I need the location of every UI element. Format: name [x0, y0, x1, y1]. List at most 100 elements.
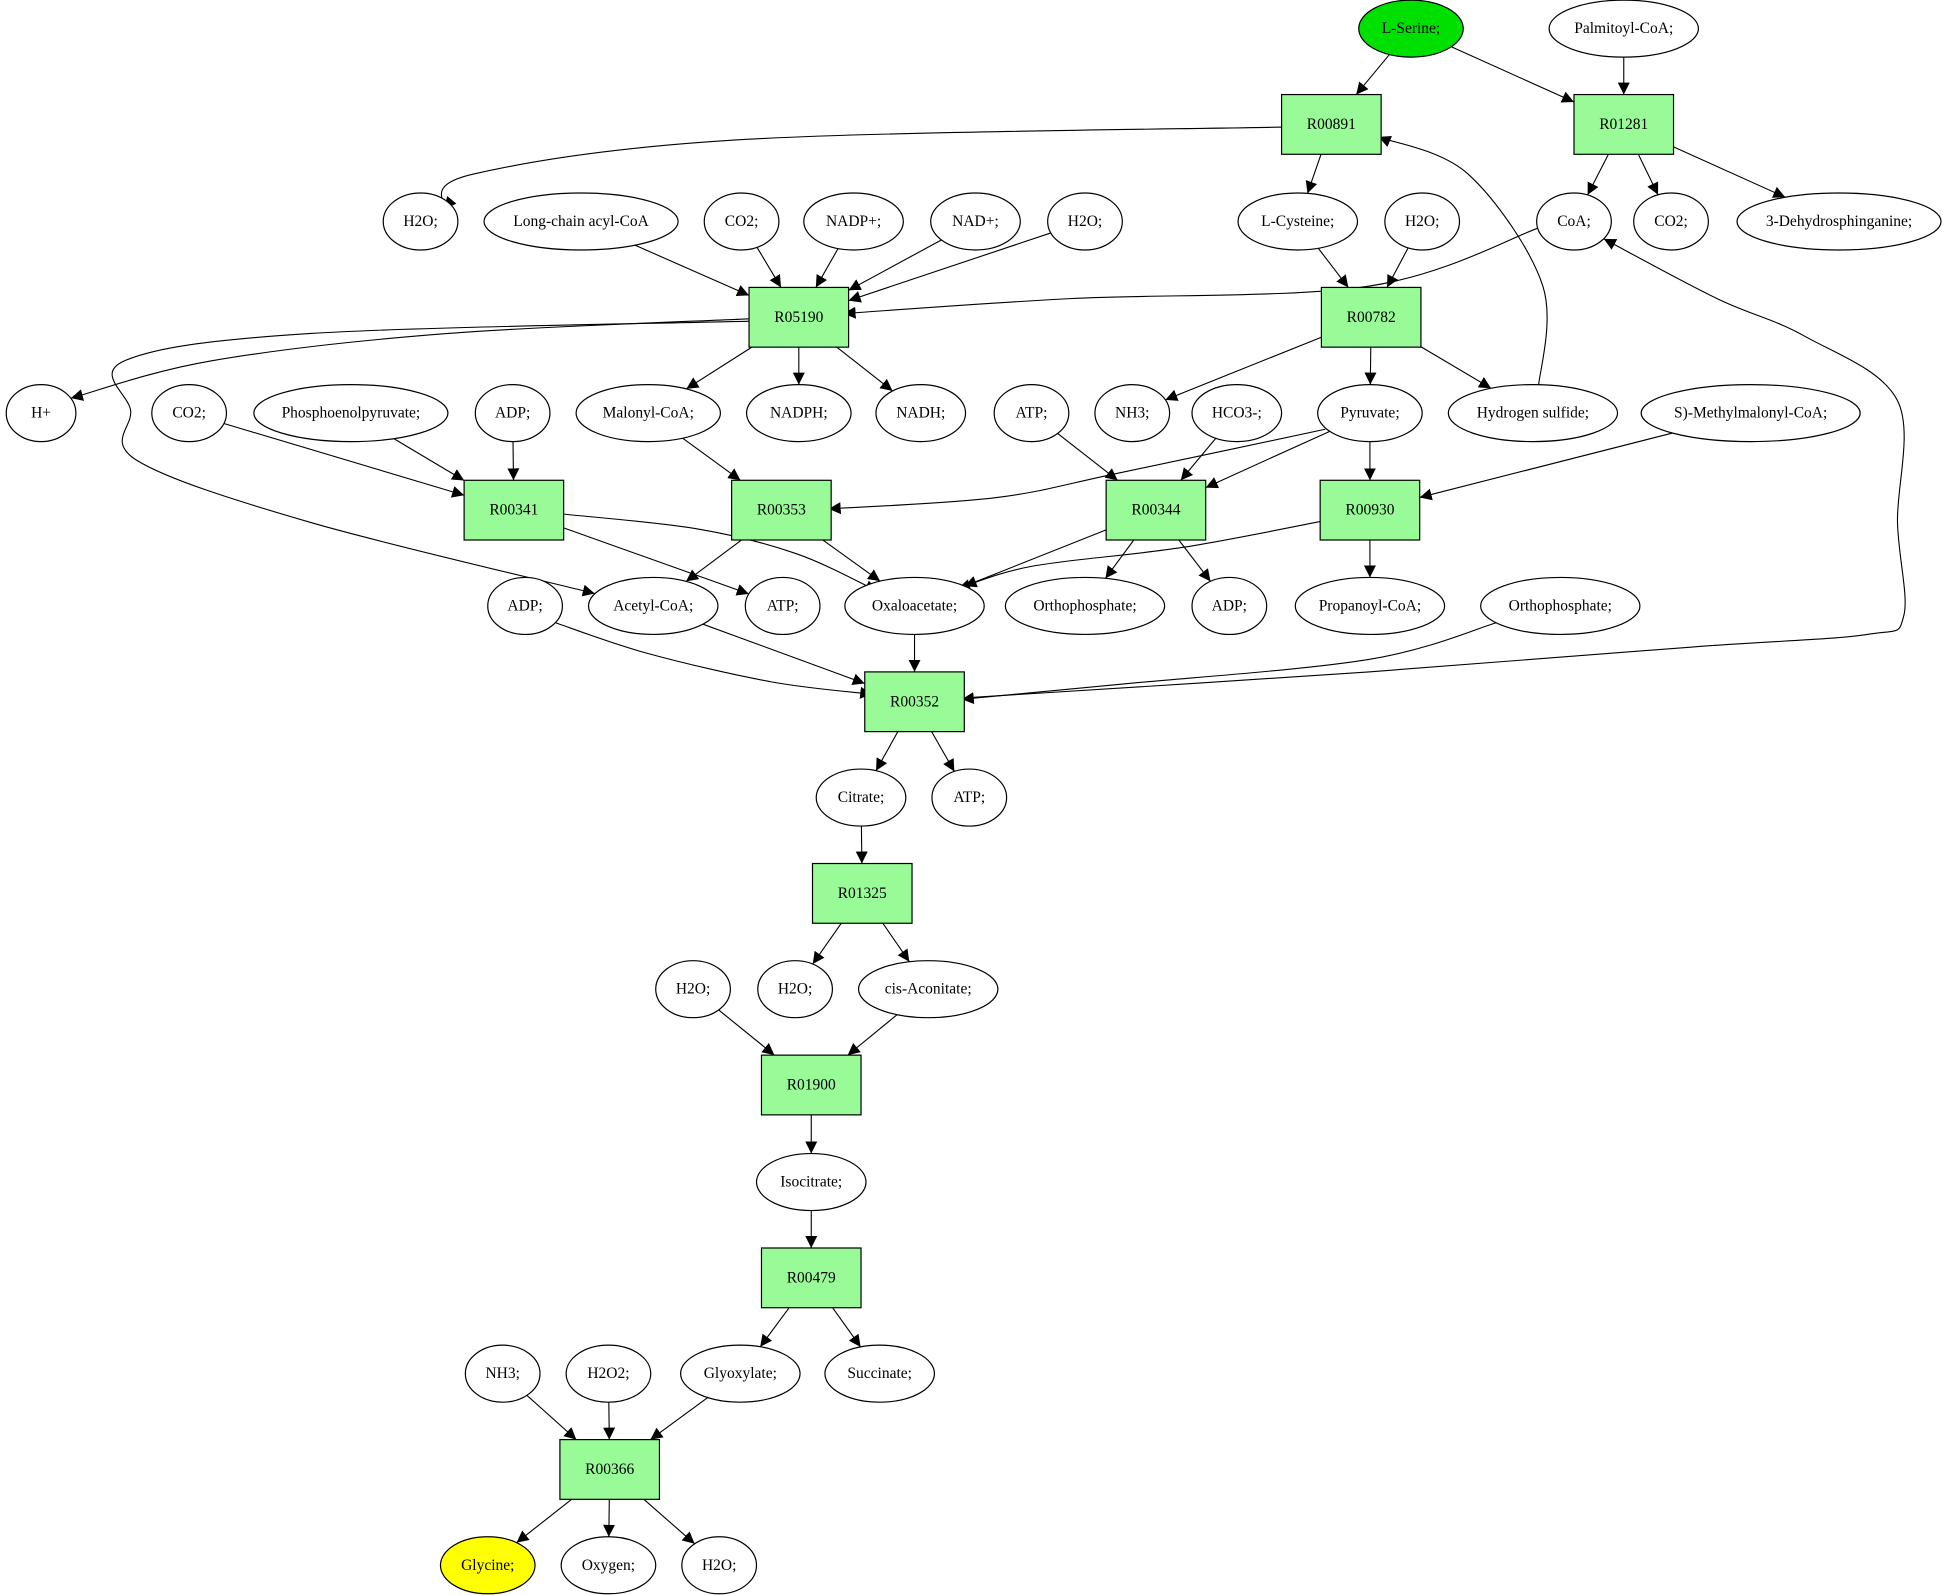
node-label: R01325 — [838, 885, 887, 902]
compound-node-glyoxylate[interactable]: Glyoxylate; — [680, 1344, 801, 1403]
edge-r00352-to-atp_c — [931, 731, 955, 772]
compound-node-oxaloacetate[interactable]: Oxaloacetate; — [844, 576, 985, 636]
edge-h2s-to-r00891 — [1378, 135, 1548, 391]
compound-node-h2o2[interactable]: H2O2; — [565, 1344, 652, 1403]
compound-ellipse — [930, 192, 1021, 251]
compound-node-succinate[interactable]: Succinate; — [824, 1344, 936, 1403]
compound-node-adp_c[interactable]: ADP; — [1191, 576, 1268, 636]
compound-node-nh3_a[interactable]: NH3; — [1094, 383, 1171, 443]
compound-node-nad[interactable]: NAD+; — [930, 192, 1021, 251]
edge-r01325-to-cisaconitate — [882, 922, 910, 963]
compound-node-isocitrate[interactable]: Isocitrate; — [755, 1152, 867, 1212]
compound-node-coa[interactable]: CoA; — [1536, 192, 1612, 251]
compound-node-h2o_a[interactable]: H2O; — [382, 192, 459, 251]
node-label: CO2; — [172, 405, 206, 422]
compound-node-hco3[interactable]: HCO3-; — [1191, 383, 1283, 443]
edge-r00366-to-h2o_f — [643, 1498, 696, 1545]
edge-nadp-to-r05190 — [815, 248, 839, 288]
compound-ellipse — [382, 192, 459, 251]
node-label: 3-Dehydrosphinganine; — [1766, 213, 1912, 230]
compound-node-co2_b[interactable]: CO2; — [1633, 192, 1709, 251]
reaction-node-r00353[interactable]: R00353 — [731, 479, 832, 541]
compound-node-h2o_f[interactable]: H2O; — [681, 1536, 758, 1595]
compound-node-cysteine[interactable]: L-Cysteine; — [1237, 192, 1359, 251]
reaction-node-r01281[interactable]: R01281 — [1573, 93, 1675, 155]
edge-r00366-to-glycine — [516, 1498, 573, 1544]
node-label: R00352 — [890, 693, 939, 710]
compound-ellipse — [587, 576, 719, 636]
reaction-node-r00782[interactable]: R00782 — [1320, 286, 1422, 348]
reaction-box — [731, 479, 832, 541]
compound-node-serine[interactable]: L-Serine; — [1358, 0, 1464, 58]
reaction-node-r05190[interactable]: R05190 — [748, 286, 850, 348]
compound-node-adp_b[interactable]: ADP; — [487, 576, 564, 636]
node-label: Orthophosphate; — [1509, 597, 1612, 614]
compound-ellipse — [1237, 192, 1359, 251]
reaction-node-r01325[interactable]: R01325 — [811, 862, 913, 924]
compound-node-pyruvate[interactable]: Pyruvate; — [1317, 383, 1423, 443]
compound-node-atp_a[interactable]: ATP; — [993, 383, 1070, 443]
reaction-node-r01900[interactable]: R01900 — [760, 1054, 862, 1116]
compound-node-palmitoylcoa[interactable]: Palmitoyl-CoA; — [1548, 0, 1699, 58]
node-label: R01900 — [787, 1076, 836, 1093]
compound-ellipse — [655, 960, 731, 1019]
compound-node-nadph[interactable]: NADPH; — [745, 383, 852, 443]
compound-node-dehydro[interactable]: 3-Dehydrosphinganine; — [1736, 192, 1942, 251]
node-label: ADP; — [507, 597, 542, 614]
compound-node-lcacylcoa[interactable]: Long-chain acyl-CoA — [483, 192, 679, 251]
reaction-node-r00341[interactable]: R00341 — [463, 479, 565, 541]
compound-node-ortho_b[interactable]: Orthophosphate; — [1480, 576, 1641, 636]
compound-node-h2o_d[interactable]: H2O; — [655, 960, 731, 1019]
compound-node-hplus[interactable]: H+ — [5, 383, 77, 443]
edge-pep-to-r00341 — [393, 438, 465, 481]
compound-node-h2o_c[interactable]: H2O; — [1384, 192, 1461, 251]
compound-node-methylmalonyl[interactable]: S)-Methylmalonyl-CoA; — [1640, 383, 1861, 443]
node-label: R00341 — [489, 502, 538, 519]
compound-ellipse — [1094, 383, 1171, 443]
reaction-node-r00930[interactable]: R00930 — [1319, 479, 1421, 541]
reaction-node-r00344[interactable]: R00344 — [1105, 479, 1207, 541]
edge-pyruvate-to-r00344 — [1205, 430, 1330, 489]
reaction-node-r00479[interactable]: R00479 — [760, 1247, 862, 1309]
compound-node-malonylcoa[interactable]: Malonyl-CoA; — [575, 383, 722, 443]
compound-ellipse — [1317, 383, 1423, 443]
compound-node-co2_a[interactable]: CO2; — [703, 192, 780, 251]
compound-node-nh3_b[interactable]: NH3; — [464, 1344, 541, 1403]
compound-node-atp_c[interactable]: ATP; — [931, 768, 1008, 827]
node-label: H2O; — [778, 981, 812, 998]
compound-node-citrate[interactable]: Citrate; — [815, 768, 907, 827]
compound-node-nadp[interactable]: NADP+; — [803, 192, 904, 251]
node-label: R00366 — [585, 1461, 634, 1478]
compound-node-h2o_b[interactable]: H2O; — [1047, 192, 1123, 251]
node-label: R00344 — [1131, 502, 1180, 519]
compound-ellipse — [151, 383, 228, 443]
compound-node-oxygen[interactable]: Oxygen; — [560, 1536, 657, 1595]
reaction-box — [1573, 93, 1675, 155]
reaction-box — [463, 479, 565, 541]
compound-ellipse — [560, 1536, 657, 1595]
compound-node-h2o_e[interactable]: H2O; — [757, 960, 834, 1019]
reaction-node-r00366[interactable]: R00366 — [559, 1439, 661, 1500]
compound-ellipse — [744, 576, 821, 636]
compound-ellipse — [565, 1344, 652, 1403]
compound-node-ortho_a[interactable]: Orthophosphate; — [1004, 576, 1166, 636]
compound-node-propanoylcoa[interactable]: Propanoyl-CoA; — [1294, 576, 1446, 636]
compound-node-atp_b[interactable]: ATP; — [744, 576, 821, 636]
compound-ellipse — [487, 576, 564, 636]
compound-node-nadh[interactable]: NADH; — [875, 383, 967, 443]
reaction-node-r00891[interactable]: R00891 — [1280, 93, 1382, 155]
reaction-node-r00352[interactable]: R00352 — [864, 671, 965, 733]
reaction-box — [864, 671, 965, 733]
compound-node-cisaconitate[interactable]: cis-Aconitate; — [857, 960, 999, 1019]
compound-node-h2s[interactable]: Hydrogen sulfide; — [1447, 383, 1619, 443]
compound-node-co2_c[interactable]: CO2; — [151, 383, 228, 443]
compound-node-glycine[interactable]: Glycine; — [439, 1536, 536, 1595]
compound-node-adp_a[interactable]: ADP; — [474, 383, 551, 443]
compound-node-acetylcoa[interactable]: Acetyl-CoA; — [587, 576, 719, 636]
reaction-box — [1320, 286, 1422, 348]
node-label: CO2; — [725, 213, 759, 230]
compound-node-pep[interactable]: Phosphoenolpyruvate; — [253, 383, 449, 443]
node-label: H2O; — [702, 1557, 736, 1574]
edge-r00353-to-acetylcoa — [685, 539, 742, 582]
